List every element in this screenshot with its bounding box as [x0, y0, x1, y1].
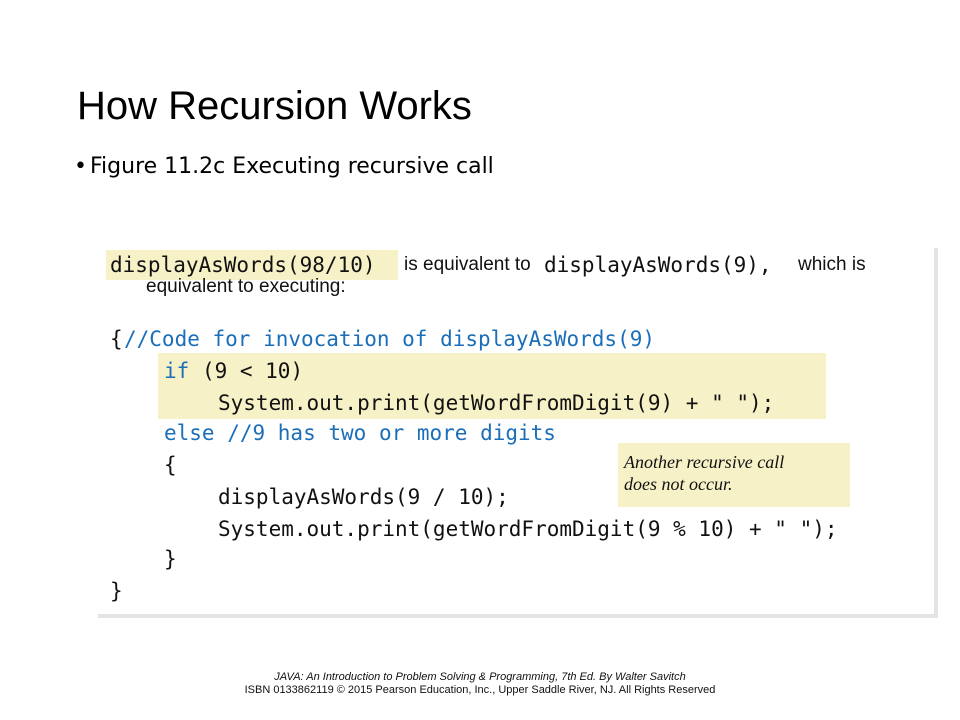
code-recursive-call: displayAsWords(9 / 10);	[218, 485, 509, 509]
bullet-text: Figure 11.2c Executing recursive call	[90, 154, 494, 179]
code-figure: displayAsWords(98/10) is equivalent to d…	[98, 248, 938, 618]
code-else-keyword: else	[164, 421, 215, 445]
code-print-second: System.out.print(getWordFromDigit(9 % 10…	[218, 517, 838, 541]
code-if-keyword: if	[164, 359, 190, 383]
code-brace-close: }	[110, 579, 123, 603]
code-if-condition: (9 < 10)	[189, 359, 304, 383]
code-if-line: if (9 < 10)	[164, 358, 303, 384]
equivalence-text: is equivalent to	[404, 254, 531, 275]
code-else-comment: //9 has two or more digits	[214, 421, 556, 445]
equivalence-text-line2: equivalent to executing:	[146, 276, 346, 297]
slide-title: How Recursion Works	[77, 84, 472, 128]
annotation-line-1: Another recursive call	[624, 452, 785, 472]
annotation-note: Another recursive call does not occur.	[618, 443, 850, 507]
code-else-line: else //9 has two or more digits	[164, 420, 556, 446]
highlight-if-block	[158, 353, 826, 419]
bullet-dot-icon: •	[74, 154, 87, 179]
bullet-item: •Figure 11.2c Executing recursive call	[74, 153, 494, 181]
code-comment-invocation: //Code for invocation of displayAsWords(…	[124, 327, 656, 351]
code-call-expression: displayAsWords(98/10)	[110, 253, 376, 277]
equivalence-text-tail: which is	[798, 254, 866, 275]
highlight-call	[106, 250, 398, 280]
footer-book-title: JAVA: An Introduction to Problem Solving…	[274, 671, 686, 683]
code-print-first: System.out.print(getWordFromDigit(9) + "…	[218, 391, 775, 415]
footer-copyright: ISBN 0133862119 © 2015 Pearson Education…	[244, 684, 716, 696]
code-call-result: displayAsWords(9),	[544, 253, 772, 277]
code-inner-brace-open: {	[164, 453, 177, 477]
code-brace-open: {	[110, 327, 123, 351]
annotation-line-2: does not occur.	[624, 474, 733, 494]
code-inner-brace-close: }	[164, 547, 177, 571]
